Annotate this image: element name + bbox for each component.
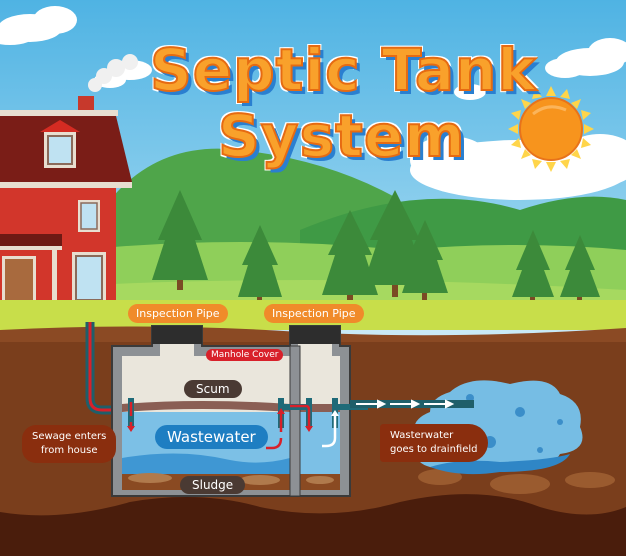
title-line-1: Septic Tank <box>149 36 537 104</box>
septic-tank <box>85 322 474 497</box>
sludge-label: Sludge <box>180 476 246 494</box>
house <box>0 96 132 316</box>
drainfield-label: Wasterwater goes to drainfield <box>380 424 488 462</box>
trees <box>152 190 600 305</box>
title-line-2: System <box>217 102 466 170</box>
sun-icon <box>508 86 594 172</box>
manhole-cover-label: Manhole Cover <box>206 349 284 361</box>
scum-label: Scum <box>184 380 242 398</box>
sewage-enters-label: Sewage enters from house <box>22 425 117 463</box>
inspection-pipe-left-label: Inspection Pipe <box>128 304 228 323</box>
wastewater-label: Wastewater <box>155 425 268 449</box>
inspection-pipe-right-label: Inspection Pipe <box>264 304 364 323</box>
